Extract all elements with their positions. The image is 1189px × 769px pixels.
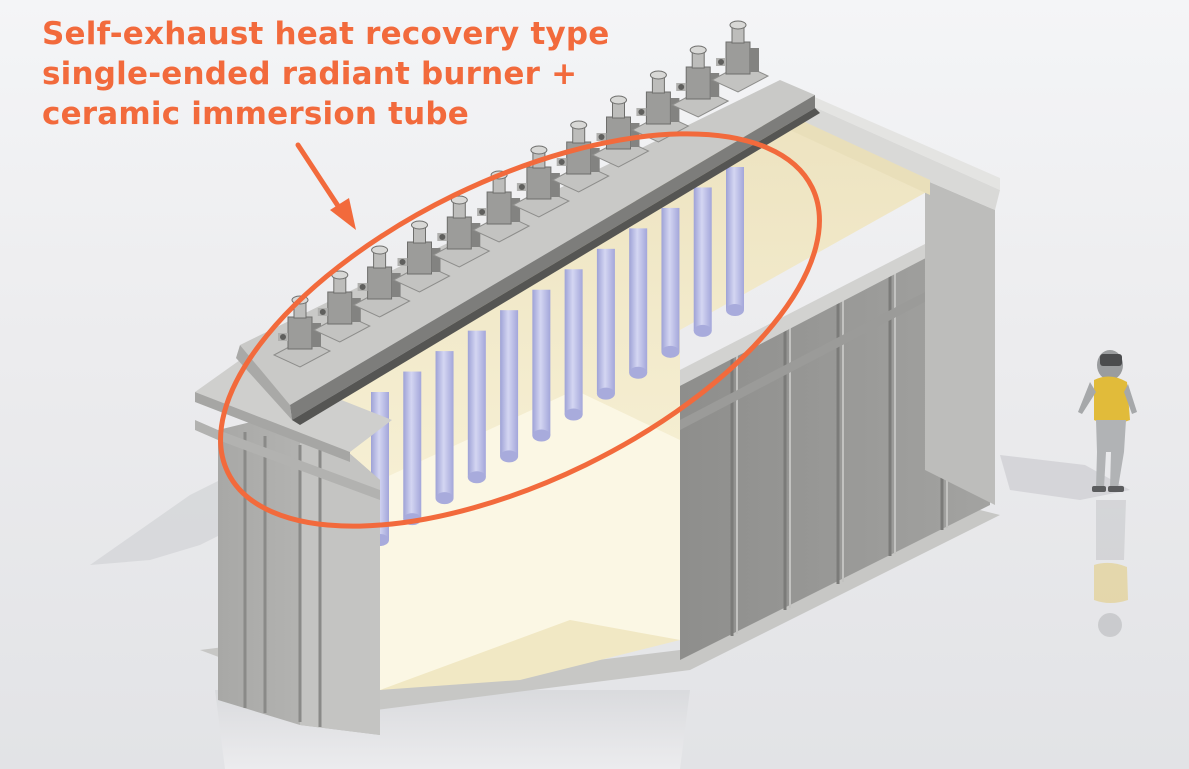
human-reflection xyxy=(1094,500,1128,637)
ceramic-tube-icon xyxy=(532,289,551,442)
radiant-burner-icon xyxy=(312,270,371,343)
ceramic-tube-icon xyxy=(693,187,712,337)
ceramic-tube-icon xyxy=(467,330,486,484)
ceramic-tube-icon xyxy=(500,310,519,463)
ceramic-tube-icon xyxy=(564,269,583,421)
ceramic-tube-icon xyxy=(435,351,454,505)
callout-line-2: single-ended radiant burner + xyxy=(42,56,578,92)
callout-arrow xyxy=(295,142,345,215)
callout-label: Self-exhaust heat recovery type single-e… xyxy=(42,14,662,134)
callout-ellipse xyxy=(218,131,822,529)
radiant-burner-array xyxy=(272,20,770,368)
callout-arrowhead xyxy=(330,198,356,230)
ceramic-tube-icon xyxy=(726,167,744,316)
radiant-burner-icon xyxy=(392,220,451,293)
burner-mounting-rail xyxy=(236,80,820,425)
radiant-burner-icon xyxy=(272,295,332,368)
radiant-burner-icon xyxy=(352,245,411,318)
ceramic-tube-icon xyxy=(661,207,680,358)
callout-line-3: ceramic immersion tube xyxy=(42,96,469,132)
ceramic-tube-icon xyxy=(403,371,422,526)
radiant-burner-icon xyxy=(432,195,491,268)
base-plate xyxy=(200,505,1000,712)
ceramic-tube-icon xyxy=(596,248,615,400)
ceramic-tube-icon xyxy=(629,228,648,379)
radiant-burner-icon xyxy=(710,20,770,93)
callout-highlight xyxy=(218,131,822,529)
human-figure-icon xyxy=(1078,350,1137,492)
refractory-lining xyxy=(300,115,930,690)
callout-line-1: Self-exhaust heat recovery type xyxy=(42,16,610,52)
radiant-burner-icon xyxy=(671,45,730,118)
